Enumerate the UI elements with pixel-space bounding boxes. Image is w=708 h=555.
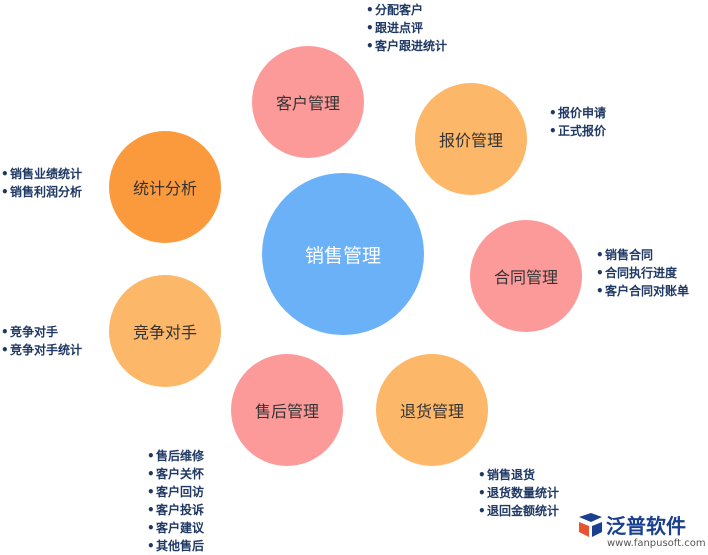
list-return-management: 销售退货 退货数量统计 退回金额统计 — [478, 466, 559, 520]
logo-url: www.fanpusoft.com — [607, 538, 706, 549]
node-customer-management: 客户管理 — [252, 46, 364, 158]
list-item: 客户回访 — [147, 483, 204, 501]
node-quotation-management: 报价管理 — [415, 83, 527, 195]
node-return-management: 退货管理 — [376, 354, 488, 466]
node-competitors: 竞争对手 — [109, 275, 221, 387]
list-item: 跟进点评 — [366, 19, 447, 37]
list-item: 销售利润分析 — [1, 183, 82, 201]
list-item: 退货数量统计 — [478, 484, 559, 502]
node-label: 退货管理 — [399, 402, 464, 421]
fanpusoft-logo: 泛普软件 www.fanpusoft.com — [576, 509, 706, 553]
list-item: 客户建议 — [147, 519, 204, 537]
node-after-sales-management: 售后管理 — [231, 354, 343, 466]
list-item: 销售业绩统计 — [1, 165, 82, 183]
list-item: 报价申请 — [549, 104, 606, 122]
node-statistical-analysis: 统计分析 — [109, 131, 221, 243]
list-item: 竞争对手统计 — [1, 341, 82, 359]
list-item: 退回金额统计 — [478, 502, 559, 520]
list-item: 客户合同对账单 — [596, 282, 689, 300]
list-item: 竞争对手 — [1, 323, 82, 341]
node-label: 客户管理 — [275, 94, 340, 113]
list-competitors: 竞争对手 竞争对手统计 — [1, 323, 82, 359]
node-label: 统计分析 — [132, 179, 197, 198]
list-item: 售后维修 — [147, 447, 204, 465]
list-after-sales-management: 售后维修 客户关怀 客户回访 客户投诉 客户建议 其他售后 — [147, 447, 204, 555]
list-item: 其他售后 — [147, 537, 204, 555]
list-item: 正式报价 — [549, 122, 606, 140]
list-item: 客户跟进统计 — [366, 37, 447, 55]
list-item: 销售退货 — [478, 466, 559, 484]
list-item: 分配客户 — [366, 1, 447, 19]
list-item: 合同执行进度 — [596, 264, 689, 282]
list-quotation-management: 报价申请 正式报价 — [549, 104, 606, 140]
center-node-label: 销售管理 — [304, 244, 381, 267]
list-item: 客户关怀 — [147, 465, 204, 483]
logo-name: 泛普软件 — [606, 514, 686, 538]
list-contract-management: 销售合同 合同执行进度 客户合同对账单 — [596, 246, 689, 300]
list-customer-management: 分配客户 跟进点评 客户跟进统计 — [366, 1, 447, 55]
list-item: 客户投诉 — [147, 501, 204, 519]
list-statistical-analysis: 销售业绩统计 销售利润分析 — [1, 165, 82, 201]
node-label: 竞争对手 — [132, 323, 197, 342]
fanpusoft-logo-icon — [579, 513, 602, 537]
node-contract-management: 合同管理 — [470, 220, 582, 332]
node-label: 合同管理 — [493, 268, 558, 287]
list-item: 销售合同 — [596, 246, 689, 264]
node-label: 报价管理 — [438, 131, 503, 150]
node-label: 售后管理 — [254, 402, 319, 421]
center-node-sales-management: 销售管理 — [262, 173, 424, 335]
